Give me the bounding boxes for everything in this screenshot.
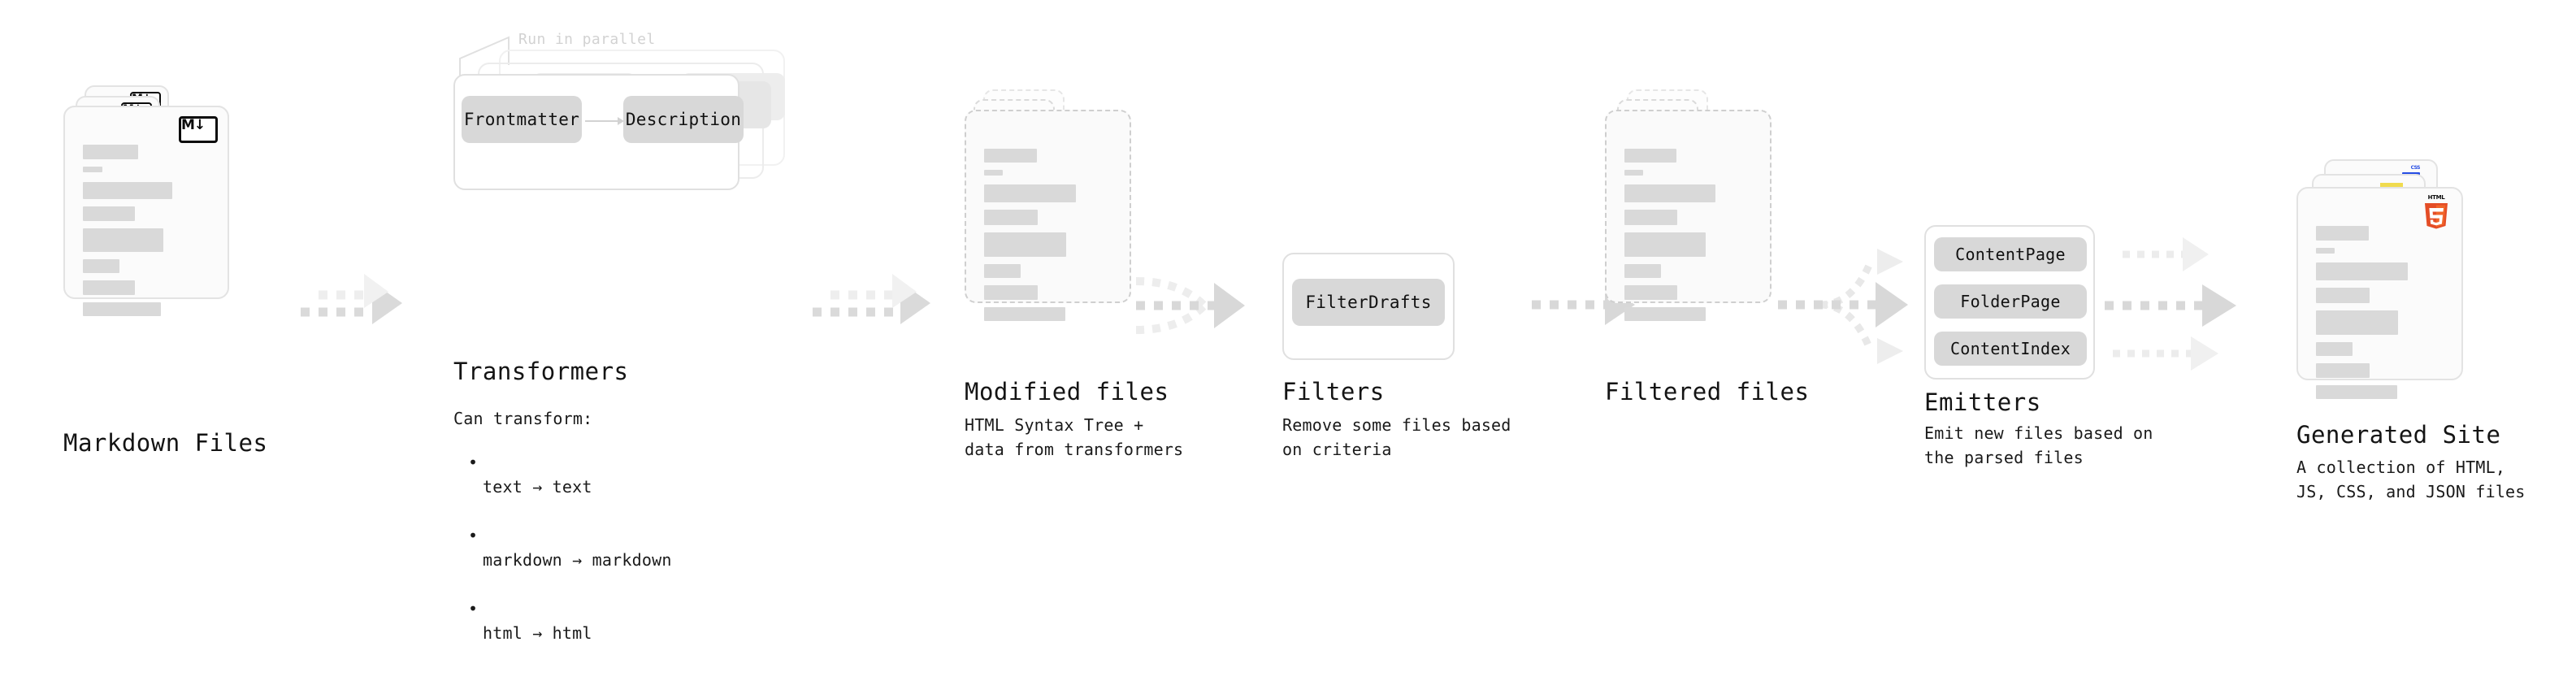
doc-line bbox=[984, 232, 1066, 257]
stage-desc-transformers: Can transform: bbox=[453, 409, 593, 428]
filter-chip-filterdrafts[interactable]: FilterDrafts bbox=[1292, 279, 1445, 326]
stage-modified-files: Modified files HTML Syntax Tree + data f… bbox=[926, 0, 1251, 681]
transformer-chip-description-label: Description bbox=[625, 110, 742, 129]
stage-desc-generated-site: A collection of HTML, JS, CSS, and JSON … bbox=[2296, 458, 2526, 501]
flow-arrow-2 bbox=[813, 272, 935, 337]
stage-markdown-files: M↓ M↓ M↓ bbox=[0, 0, 309, 681]
modified-card-content bbox=[984, 149, 1115, 328]
doc-line bbox=[1624, 285, 1677, 300]
doc-line bbox=[1624, 307, 1706, 321]
markdown-badge-front: M↓ bbox=[179, 116, 218, 143]
doc-line bbox=[83, 182, 172, 199]
transformer-chip-description[interactable]: Description bbox=[623, 96, 744, 143]
stage-title-filters: Filters bbox=[1282, 378, 1385, 406]
stage-desc-filters: Remove some files based on criteria bbox=[1282, 415, 1511, 459]
doc-line bbox=[2316, 262, 2408, 280]
stage-title-modified-files: Modified files bbox=[965, 378, 1169, 406]
stage-title-transformers: Transformers bbox=[453, 358, 629, 385]
transformer-bullet-label: html → html bbox=[483, 623, 592, 643]
doc-line bbox=[83, 206, 135, 221]
stage-title-emitters: Emitters bbox=[1924, 388, 2041, 416]
doc-line bbox=[2316, 363, 2370, 378]
generated-card-content bbox=[2316, 226, 2447, 406]
transformer-bullet: • text → text bbox=[468, 453, 592, 497]
markdown-badge-arrow: ↓ bbox=[193, 117, 206, 133]
stage-title-filtered-files: Filtered files bbox=[1605, 378, 1810, 406]
transformer-mini-arrow-head-front bbox=[618, 117, 624, 125]
stage-desc-emitters: Emit new files based on the parsed files bbox=[1924, 423, 2153, 467]
markdown-card-main: M↓ bbox=[63, 106, 229, 316]
html5-icon: HTML bbox=[2422, 194, 2450, 229]
doc-line bbox=[83, 228, 163, 252]
transformer-bullet-list: • text → text • markdown → markdown • ht… bbox=[465, 426, 672, 645]
stage-desc-modified-files: HTML Syntax Tree + data from transformer… bbox=[965, 415, 1184, 459]
doc-line bbox=[1624, 184, 1715, 202]
transformer-chip-frontmatter[interactable]: Frontmatter bbox=[462, 96, 582, 143]
doc-line bbox=[1624, 264, 1661, 278]
doc-line bbox=[1624, 210, 1677, 225]
doc-line bbox=[1624, 149, 1676, 163]
doc-line bbox=[984, 184, 1076, 202]
doc-line bbox=[984, 149, 1037, 163]
doc-line bbox=[1624, 170, 1643, 176]
doc-line bbox=[1624, 232, 1706, 257]
flow-arrow-1 bbox=[301, 272, 406, 337]
doc-line bbox=[984, 210, 1038, 225]
flow-arrow-5-diverging bbox=[1772, 244, 1918, 382]
emitter-chip-folderpage-label: FolderPage bbox=[1960, 292, 2061, 311]
stage-generated-site: CSS HTML bbox=[2227, 0, 2576, 681]
doc-line bbox=[83, 302, 161, 316]
markdown-card-content bbox=[83, 145, 213, 323]
stage-filters: FilterDrafts Filters Remove some files b… bbox=[1251, 0, 1576, 681]
emitter-chip-contentindex-label: ContentIndex bbox=[1949, 339, 2071, 358]
doc-line bbox=[984, 307, 1065, 321]
run-in-parallel-label: Run in parallel bbox=[518, 31, 656, 48]
doc-line bbox=[984, 170, 1003, 176]
doc-line bbox=[2316, 385, 2397, 399]
doc-line bbox=[83, 280, 135, 295]
stage-title-generated-site: Generated Site bbox=[2296, 421, 2501, 449]
stage-title-markdown-files: Markdown Files bbox=[63, 429, 268, 457]
doc-line bbox=[2316, 226, 2369, 241]
emitter-chip-folderpage[interactable]: FolderPage bbox=[1934, 284, 2087, 319]
transformer-chip-frontmatter-label: Frontmatter bbox=[463, 110, 580, 129]
filtered-card-content bbox=[1624, 149, 1755, 328]
filtered-card-front bbox=[1605, 110, 1772, 321]
generated-card-front-html: HTML bbox=[2296, 187, 2463, 399]
modified-card-front bbox=[965, 110, 1131, 321]
transformer-bullet: • html → html bbox=[468, 599, 592, 643]
transformer-mini-arrow-front bbox=[585, 120, 619, 122]
filter-chip-filterdrafts-label: FilterDrafts bbox=[1305, 293, 1432, 312]
doc-line bbox=[83, 145, 138, 159]
markdown-badge-letter: M bbox=[181, 117, 195, 133]
doc-line bbox=[2316, 288, 2370, 303]
doc-line bbox=[2316, 248, 2335, 254]
flow-arrow-3-converging bbox=[1130, 258, 1268, 356]
transformer-bullet-label: markdown → markdown bbox=[483, 550, 672, 570]
doc-line bbox=[2316, 310, 2398, 335]
stage-filtered-files: Filtered files bbox=[1568, 0, 1893, 681]
emitter-chip-contentindex[interactable]: ContentIndex bbox=[1934, 332, 2087, 366]
stage-emitters: ContentPage FolderPage ContentIndex Emit… bbox=[1877, 0, 2202, 681]
doc-line bbox=[2316, 342, 2353, 356]
emitter-chip-contentpage-label: ContentPage bbox=[1955, 245, 2066, 264]
doc-line bbox=[83, 259, 119, 273]
html5-icon-label: HTML bbox=[2427, 194, 2445, 201]
emitter-chip-contentpage[interactable]: ContentPage bbox=[1934, 237, 2087, 271]
stage-transformers: Run in parallel Frontmatter Description … bbox=[431, 0, 853, 681]
flow-arrow-6-parallel bbox=[2105, 228, 2259, 374]
transformer-bullet: • markdown → markdown bbox=[468, 526, 672, 570]
doc-line bbox=[83, 167, 102, 172]
css-badge-label: CSS bbox=[2410, 165, 2421, 171]
doc-line bbox=[984, 285, 1038, 300]
transformer-bullet-label: text → text bbox=[483, 477, 592, 497]
doc-line bbox=[984, 264, 1021, 278]
